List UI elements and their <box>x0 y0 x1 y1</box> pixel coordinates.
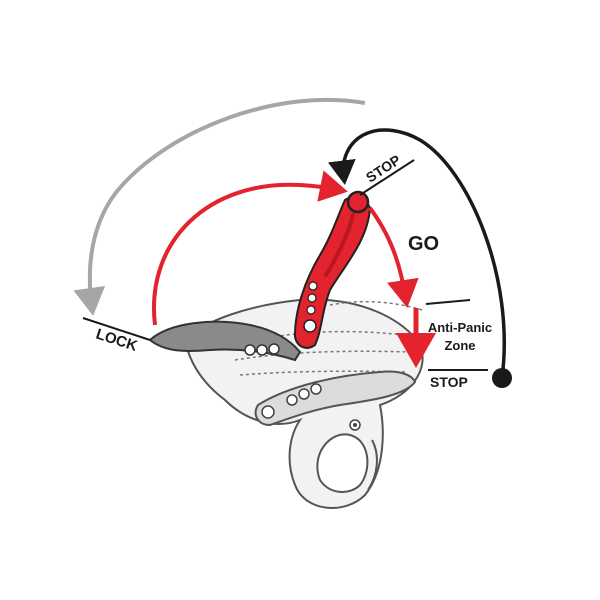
stop-arrow-icon <box>327 128 507 379</box>
stop-top-indicator-line <box>359 159 415 196</box>
go-arrow-icon <box>368 206 419 308</box>
lock-indicator-line <box>82 317 151 341</box>
anti-panic-top-line <box>425 299 471 305</box>
red-lever <box>293 190 372 349</box>
stop-end-dot-icon <box>492 368 512 388</box>
handle-lock-position <box>148 320 302 362</box>
lock-arrow-icon <box>73 97 366 316</box>
handle-stop-position <box>254 370 417 427</box>
pivot-knob-icon <box>346 190 370 214</box>
anti-panic-label-line1: Anti-Panic <box>428 320 492 335</box>
anti-panic-label-line2: Zone <box>444 338 475 353</box>
red-arc-arrow-icon <box>152 170 348 326</box>
go-label: GO <box>408 233 439 255</box>
stop-bottom-label: STOP <box>430 374 468 390</box>
